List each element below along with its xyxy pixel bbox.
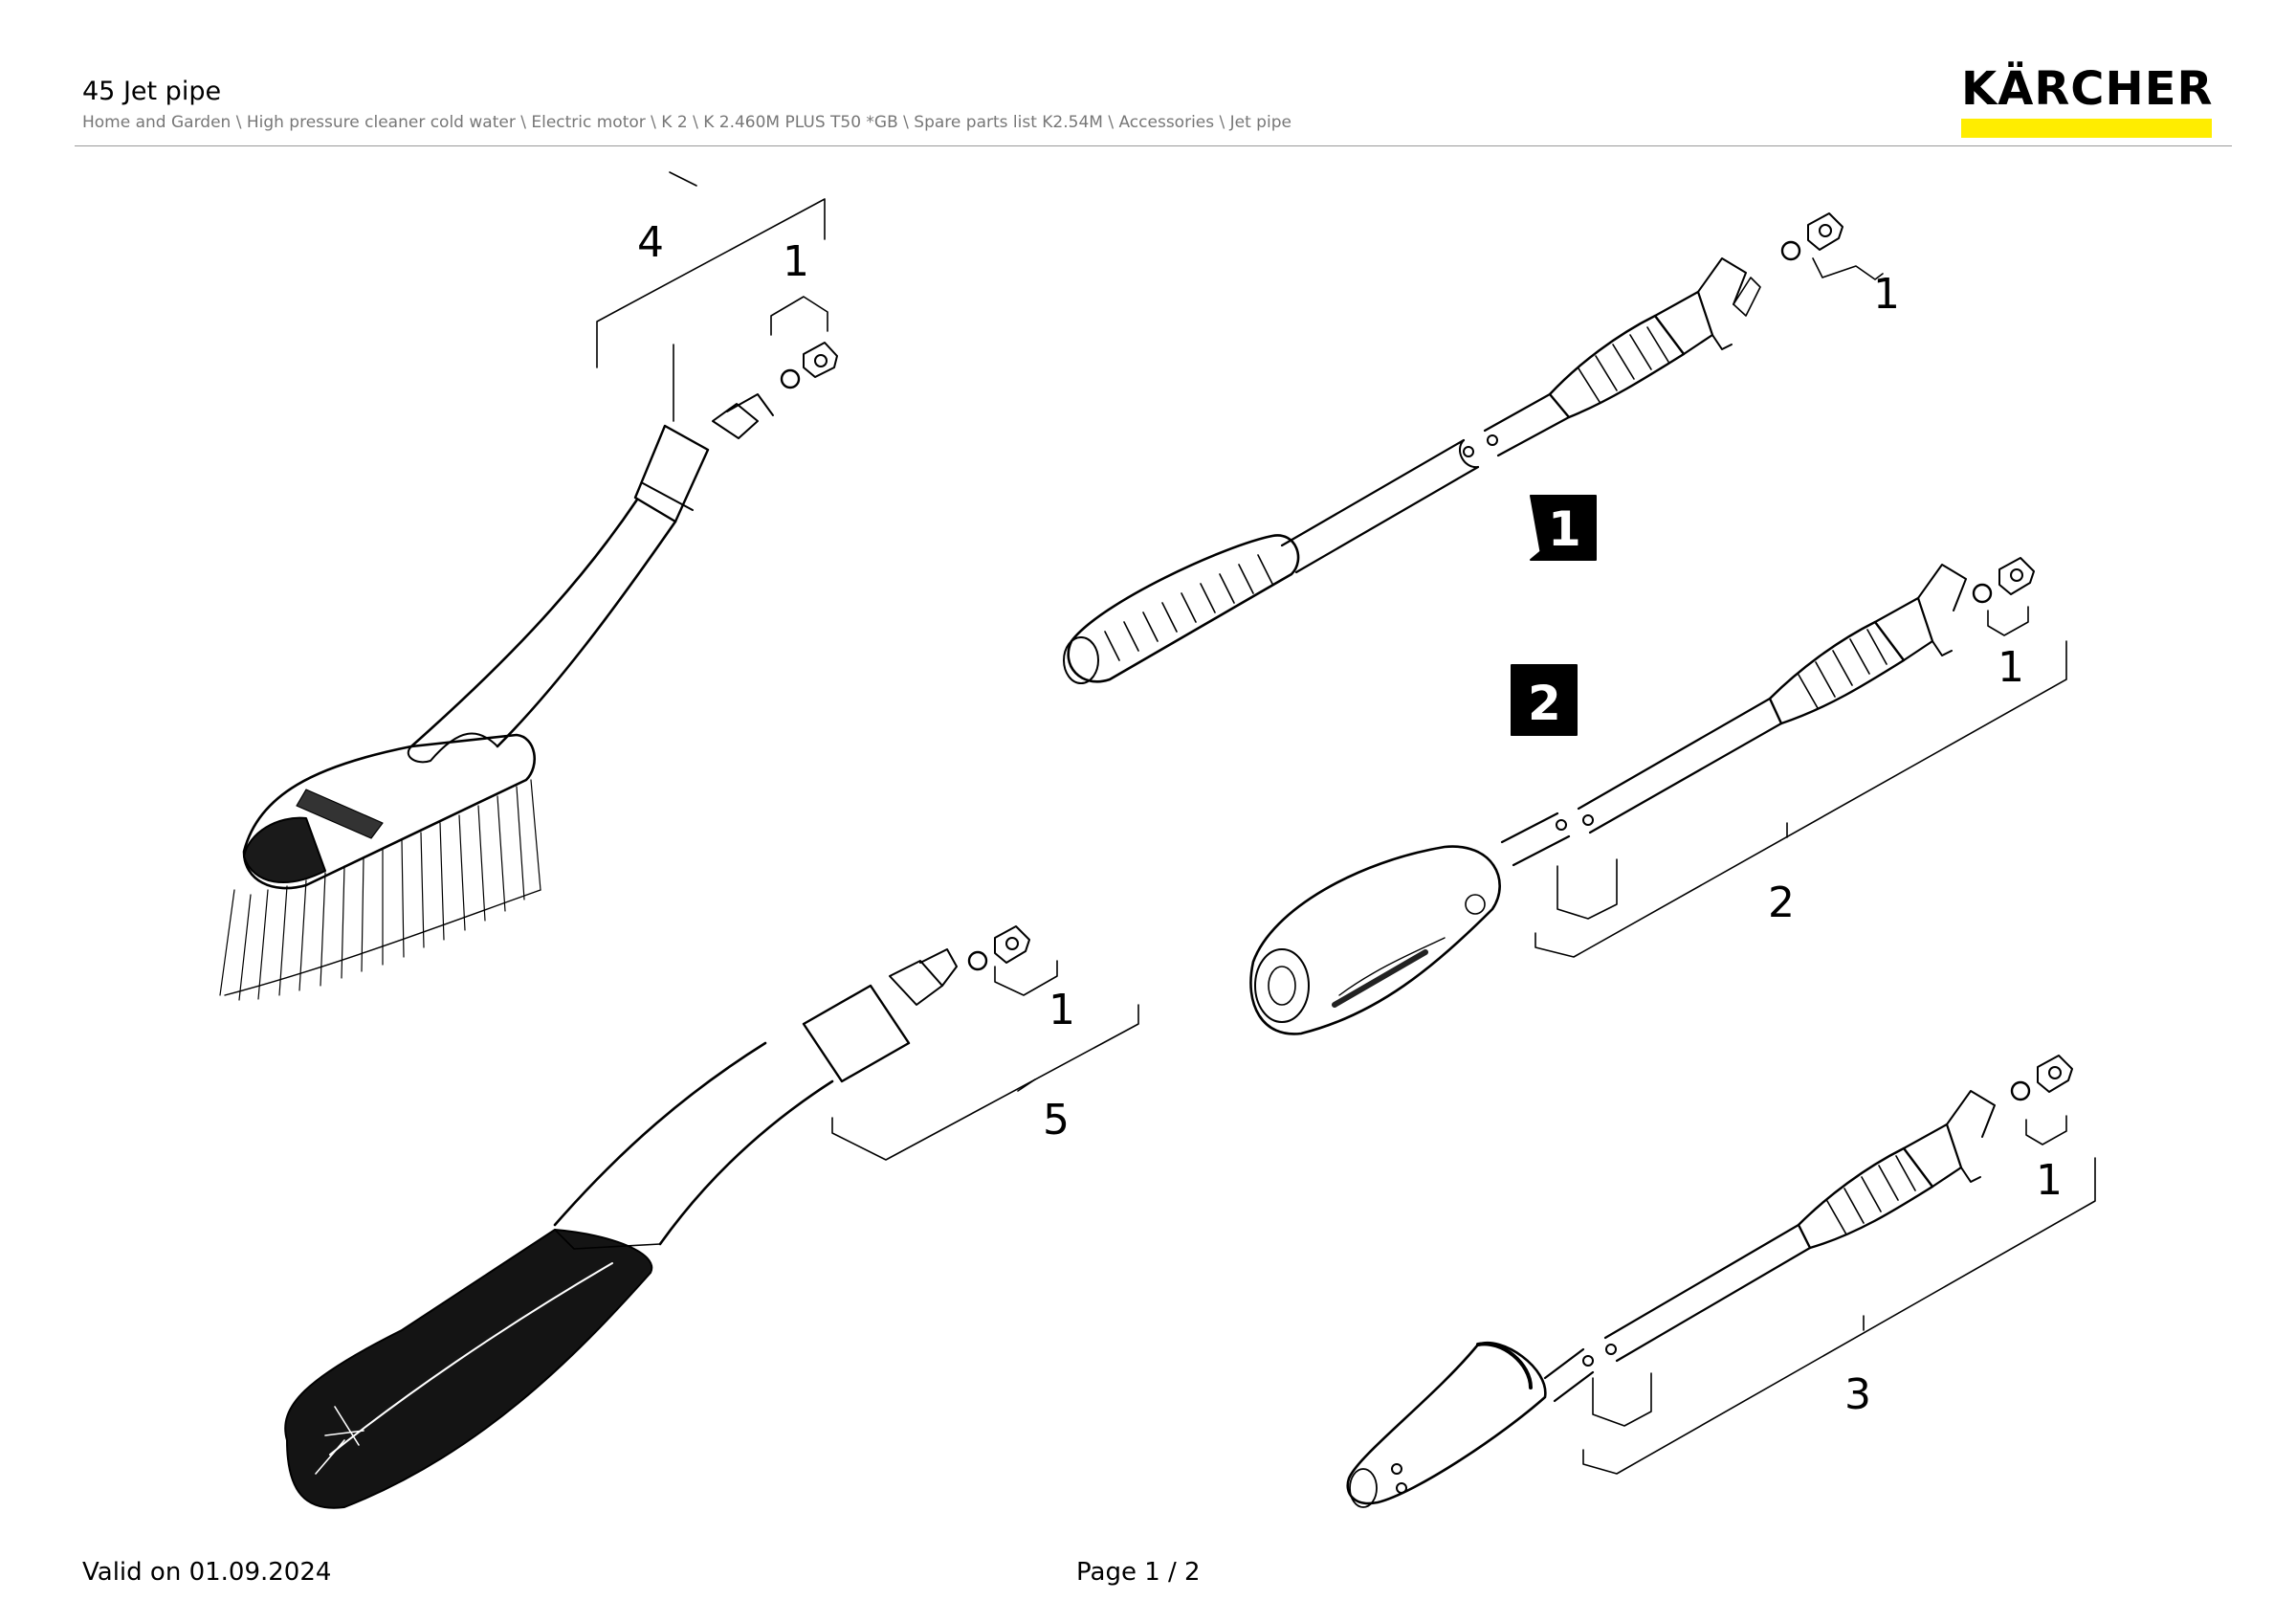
callout-1e: 1 bbox=[2036, 1156, 2063, 1205]
callout-bracket-3 bbox=[1582, 1157, 2096, 1475]
callout-4: 4 bbox=[637, 218, 664, 267]
valid-date: Valid on 01.09.2024 bbox=[82, 1558, 332, 1587]
part-1-nozzle-d bbox=[1972, 557, 2035, 636]
part-1-nozzle-c bbox=[1780, 212, 1884, 280]
part-1-nozzle-b bbox=[967, 925, 1058, 996]
callout-2: 2 bbox=[1768, 878, 1795, 927]
callout-bracket-1c bbox=[1812, 257, 1884, 280]
part-2-jet-pipe bbox=[1249, 564, 2067, 1035]
callout-5: 5 bbox=[1043, 1096, 1070, 1145]
logo-yellow-bar bbox=[1961, 119, 2212, 138]
marker-1-label: 1 bbox=[1548, 501, 1581, 557]
part-1-nozzle-a bbox=[770, 296, 838, 389]
callout-bracket-5 bbox=[831, 1004, 1139, 1161]
logo-text: KÄRCHER bbox=[1961, 62, 2214, 116]
callout-bracket-1a bbox=[770, 296, 828, 336]
karcher-logo: KÄRCHER bbox=[1961, 63, 2214, 138]
callout-1c: 1 bbox=[1873, 270, 1900, 319]
callout-bracket-2 bbox=[1534, 640, 2067, 958]
callout-bracket-1e bbox=[2025, 1115, 2067, 1145]
callout-1a: 1 bbox=[783, 237, 809, 286]
part-1-nozzle-e bbox=[2010, 1055, 2073, 1145]
callout-1b: 1 bbox=[1049, 986, 1075, 1034]
part-3-rotor-nozzle bbox=[1346, 1090, 2096, 1508]
part-4-wash-brush bbox=[219, 171, 826, 1001]
marker-2-badge bbox=[1511, 664, 1578, 736]
header-divider bbox=[75, 145, 2232, 146]
page-number: Page 1 / 2 bbox=[1076, 1558, 1201, 1587]
jet-pipe-top bbox=[1063, 257, 1761, 684]
callout-3: 3 bbox=[1844, 1370, 1871, 1419]
page-title: 45 Jet pipe bbox=[82, 77, 222, 106]
callout-bracket-4 bbox=[596, 198, 826, 368]
callout-bracket-1d bbox=[1987, 606, 2029, 636]
callout-1d: 1 bbox=[1998, 643, 2024, 692]
breadcrumb[interactable]: Home and Garden \ High pressure cleaner … bbox=[82, 113, 1292, 132]
part-5-rotating-brush bbox=[284, 948, 1139, 1509]
marker-2-label: 2 bbox=[1528, 676, 1561, 731]
leader-line-4 bbox=[669, 171, 697, 187]
marker-1-badge bbox=[1530, 495, 1597, 561]
callout-bracket-1b bbox=[994, 960, 1058, 996]
